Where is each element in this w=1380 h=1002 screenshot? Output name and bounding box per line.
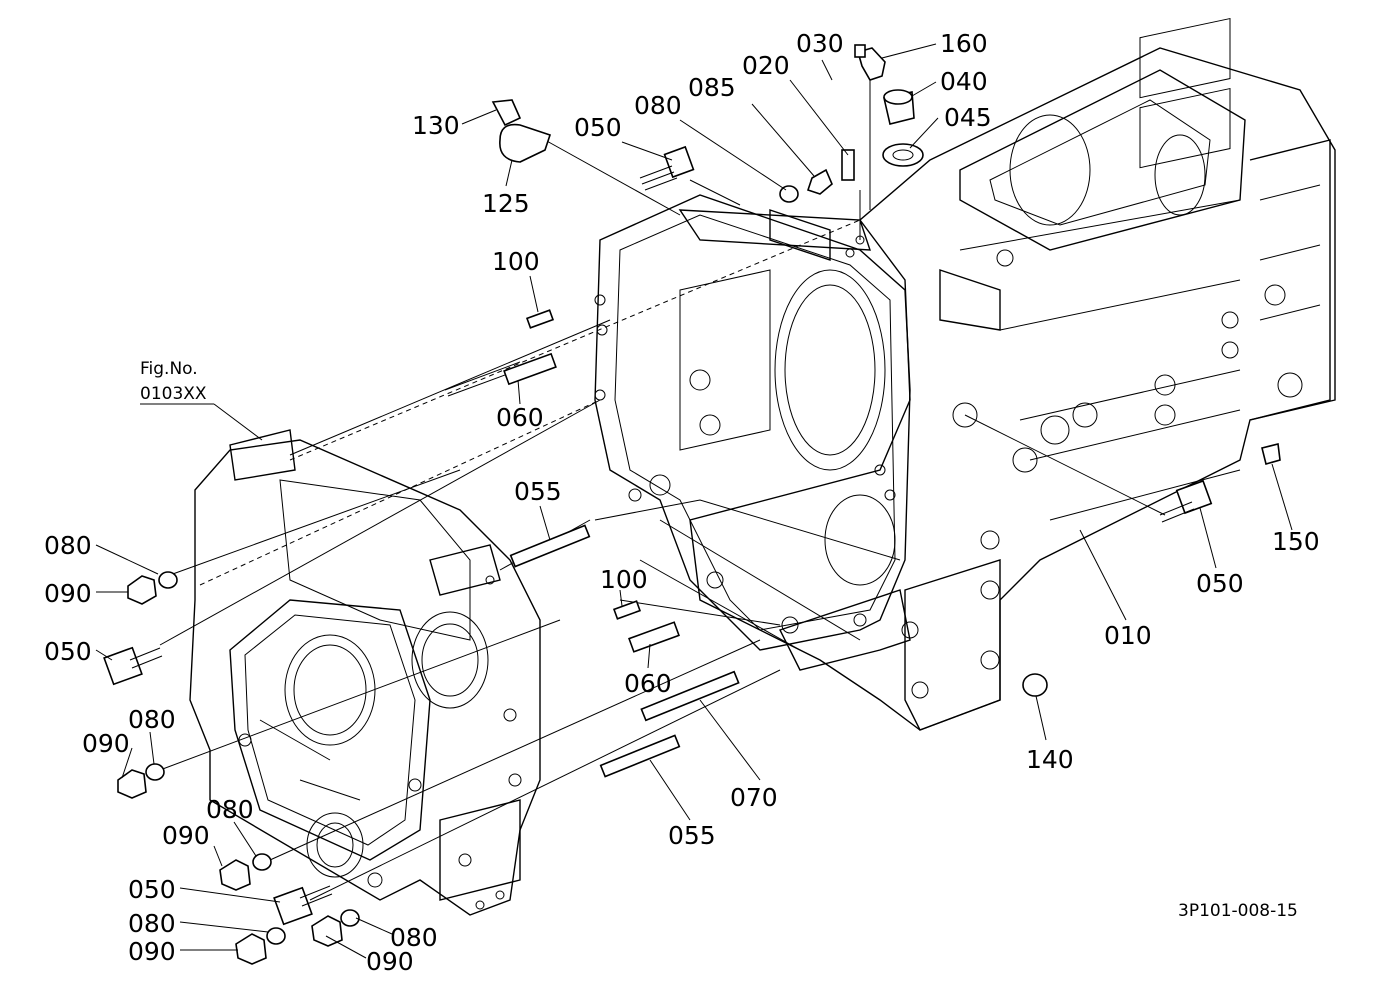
front-cover (189, 429, 541, 916)
callout-050: 050 (44, 637, 92, 666)
callout-050: 050 (128, 875, 176, 904)
callout-010: 010 (1104, 621, 1152, 650)
figure-reference: Fig.No. 0103XX (140, 359, 214, 405)
callout-020: 020 (742, 51, 790, 80)
callout-055: 055 (514, 477, 562, 506)
callout-030: 030 (796, 29, 844, 58)
callout-080: 080 (128, 909, 176, 938)
callout-090: 090 (162, 821, 210, 850)
callout-125: 125 (482, 189, 530, 218)
callout-090: 090 (82, 729, 130, 758)
callout-140: 140 (1026, 745, 1074, 774)
callout-070: 070 (730, 783, 778, 812)
callout-160: 160 (940, 29, 988, 58)
callout-045: 045 (944, 103, 992, 132)
callout-090: 090 (366, 947, 414, 976)
callout-085: 085 (688, 73, 736, 102)
small-parts (103, 44, 1281, 965)
callout-055: 055 (668, 821, 716, 850)
callout-090: 090 (128, 937, 176, 966)
callout-080: 080 (634, 91, 682, 120)
callout-130: 130 (412, 111, 460, 140)
callout-100: 100 (600, 565, 648, 594)
callout-090: 090 (44, 579, 92, 608)
callout-040: 040 (940, 67, 988, 96)
callout-100: 100 (492, 247, 540, 276)
clutch-housing (594, 194, 978, 671)
figure-ref-line1: Fig.No. (140, 359, 198, 379)
drawing-code: 3P101-008-15 (1178, 901, 1298, 921)
callout-060: 060 (496, 403, 544, 432)
callout-150: 150 (1272, 527, 1320, 556)
callout-050: 050 (574, 113, 622, 142)
callout-labels: 160 030 040 020 085 045 080 050 130 125 … (44, 29, 1320, 976)
callout-080: 080 (128, 705, 176, 734)
leader-lines (95, 43, 1293, 959)
callout-080: 080 (390, 923, 438, 952)
callout-050: 050 (1196, 569, 1244, 598)
callout-080: 080 (44, 531, 92, 560)
figure-ref-line2: 0103XX (140, 384, 207, 404)
transmission-case (689, 17, 1336, 731)
callout-060: 060 (624, 669, 672, 698)
callout-080: 080 (206, 795, 254, 824)
